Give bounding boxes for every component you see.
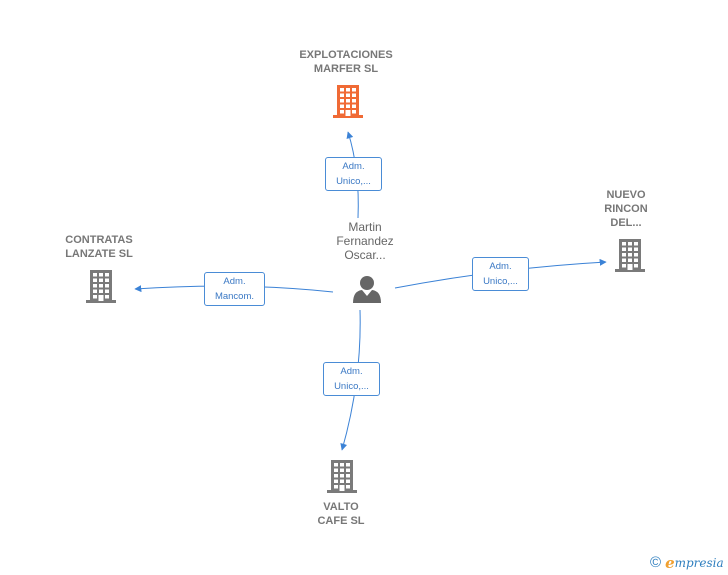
building-icon-valto[interactable] xyxy=(327,460,357,493)
company-label-nuevo[interactable]: NUEVO RINCON DEL... xyxy=(604,189,648,229)
building-icon-nuevo[interactable] xyxy=(615,239,645,272)
edge-label-contratas[interactable]: Adm. Mancom. xyxy=(204,272,265,306)
company-label-explotaciones[interactable]: EXPLOTACIONES MARFER SL xyxy=(299,49,393,75)
edge-label-valto[interactable]: Adm. Unico,... xyxy=(323,362,380,396)
brand-name: mpresia xyxy=(674,556,724,570)
brand-initial: e xyxy=(665,554,675,572)
footer-brand: © e mpresia xyxy=(650,554,724,572)
company-label-valto[interactable]: VALTO CAFE SL xyxy=(317,501,365,527)
person-icon[interactable] xyxy=(353,276,381,303)
copyright-symbol: © xyxy=(650,554,662,571)
building-icon-explotaciones[interactable] xyxy=(333,85,363,118)
edge-label-nuevo[interactable]: Adm. Unico,... xyxy=(472,257,529,291)
person-label[interactable]: Martin Fernandez Oscar... xyxy=(336,220,394,262)
building-icon-contratas[interactable] xyxy=(86,270,116,303)
company-label-contratas[interactable]: CONTRATAS LANZATE SL xyxy=(65,234,133,260)
edge-label-explotaciones[interactable]: Adm. Unico,... xyxy=(325,157,382,191)
